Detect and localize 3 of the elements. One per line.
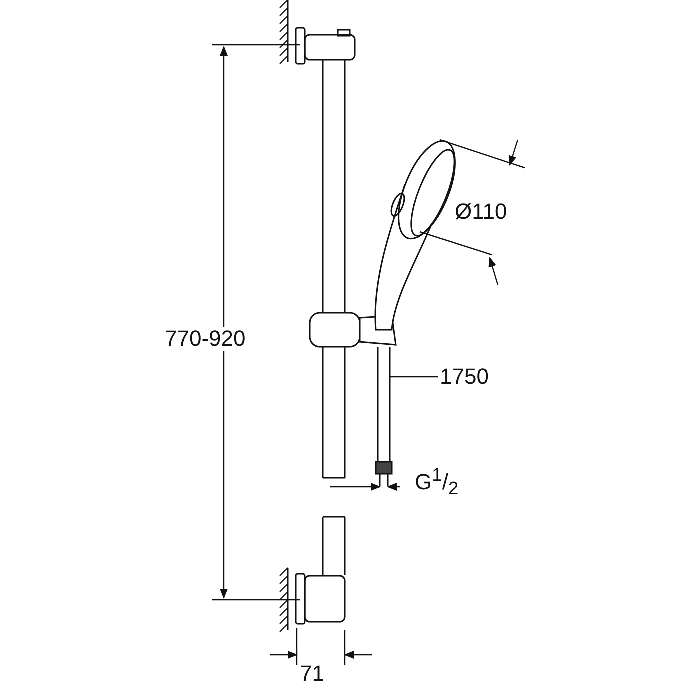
leader-line <box>390 376 438 378</box>
height-dimension: 770-920 <box>165 327 246 351</box>
hose <box>377 346 391 463</box>
